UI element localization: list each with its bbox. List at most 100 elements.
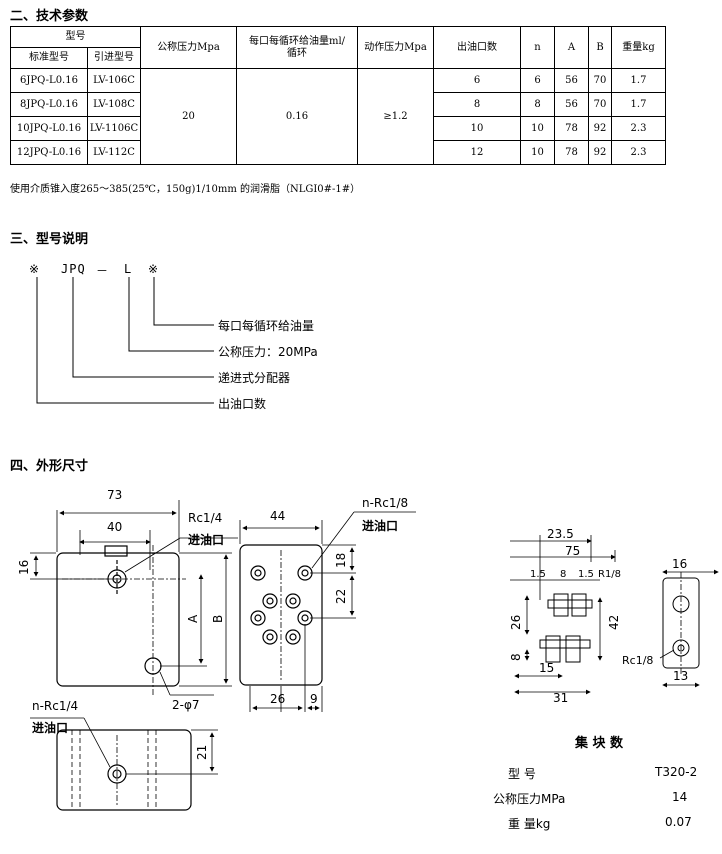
dim-16: 16	[17, 560, 31, 575]
block-value-pressure: 14	[672, 790, 688, 804]
header-outlets: 出油口数	[433, 26, 521, 69]
cell-b: 70	[588, 68, 612, 93]
cell-weight: 1.7	[611, 68, 666, 93]
header-std-model: 标准型号	[10, 47, 88, 69]
model-code-part-5: ※	[148, 262, 160, 276]
cell-std-model: 6JPQ-L0.16	[10, 68, 88, 93]
dim-18: 18	[334, 553, 348, 568]
outlet-ports	[250, 565, 313, 645]
cell-weight: 2.3	[611, 116, 666, 141]
lubricant-note: 使用介质锥入度265～385(25℃，150g)1/10mm 的润滑脂（NLGI…	[10, 184, 361, 195]
cell-b: 70	[588, 92, 612, 117]
header-ref-model: 引进型号	[87, 47, 141, 69]
cell-outlets: 10	[433, 116, 521, 141]
table-row: 10JPQ-L0.16 LV-1106C 10 10 78 92 2.3	[10, 116, 666, 141]
block-label-pressure: 公称压力MPa	[493, 792, 566, 806]
cell-pressure: 20	[140, 68, 237, 165]
cell-n: 6	[520, 68, 555, 93]
dim-31: 31	[553, 691, 568, 705]
cell-weight: 1.7	[611, 92, 666, 117]
legend-pressure: 公称压力：20MPa	[218, 345, 318, 359]
section-heading-tech-params: 二、技术参数	[10, 9, 89, 24]
header-weight: 重量kg	[611, 26, 666, 69]
header-model: 型号	[10, 26, 141, 48]
dim-73: 73	[107, 488, 122, 502]
dim-23-5: 23.5	[547, 527, 574, 541]
dim-8a: 8	[560, 569, 566, 580]
dim-9: 9	[310, 692, 318, 706]
dim-40: 40	[107, 520, 122, 534]
label-inlet: 进油口	[188, 532, 224, 547]
section-heading-model-desc: 三、型号说明	[10, 232, 89, 247]
cell-b: 92	[588, 140, 612, 165]
cell-std-model: 12JPQ-L0.16	[10, 140, 88, 165]
model-code-diagram	[36, 277, 214, 404]
dim-15: 15	[539, 661, 554, 675]
header-n: n	[520, 26, 555, 69]
cell-oil-volume: 0.16	[236, 68, 358, 165]
cell-ref-model: LV-1106C	[87, 116, 141, 141]
cell-std-model: 10JPQ-L0.16	[10, 116, 88, 141]
section-heading-dimensions: 四、外形尺寸	[10, 459, 89, 474]
header-action-pressure: 动作压力Mpa	[357, 26, 434, 69]
cell-ref-model: LV-112C	[87, 140, 141, 165]
dim-44: 44	[270, 509, 285, 523]
dim-a: A	[186, 614, 200, 623]
cell-outlets: 12	[433, 140, 521, 165]
cell-b: 92	[588, 116, 612, 141]
cell-a: 78	[554, 116, 589, 141]
label-rc18: Rc1/8	[622, 654, 653, 667]
cell-std-model: 8JPQ-L0.16	[10, 92, 88, 117]
legend-distributor: 递进式分配器	[218, 371, 291, 385]
legend-outlets: 出油口数	[218, 397, 267, 411]
label-inlet-2: 进油口	[362, 518, 398, 533]
dim-22: 22	[334, 589, 348, 604]
cell-n: 8	[520, 92, 555, 117]
model-code-part-2: JPQ	[61, 262, 86, 276]
header-oil-volume: 每口每循环给油量ml/循环	[236, 26, 358, 69]
header-a: A	[554, 26, 589, 69]
cell-n: 10	[520, 140, 555, 165]
dim-13: 13	[673, 669, 688, 683]
block-value-weight: 0.07	[665, 815, 692, 829]
spec-table: 型号 公称压力Mpa 每口每循环给油量ml/循环 动作压力Mpa 出油口数 n …	[10, 26, 666, 165]
legend-oil-volume: 每口每循环给油量	[218, 319, 315, 333]
label-nrc18: n-Rc1/8	[362, 496, 408, 510]
dim-b: B	[211, 615, 225, 623]
dim-16b: 16	[672, 557, 687, 571]
cell-ref-model: LV-106C	[87, 68, 141, 93]
header-pressure: 公称压力Mpa	[140, 26, 237, 69]
label-inlet-3: 进油口	[32, 720, 68, 735]
cell-outlets: 6	[433, 68, 521, 93]
block-title: 集 块 数	[575, 736, 624, 751]
model-code-part-1: ※	[29, 262, 41, 276]
dim-26b: 26	[509, 615, 523, 630]
table-row: 12JPQ-L0.16 LV-112C 12 10 78 92 2.3	[10, 140, 666, 165]
cell-a: 78	[554, 140, 589, 165]
block-drawing	[510, 535, 719, 695]
cell-a: 56	[554, 92, 589, 117]
cell-a: 56	[554, 68, 589, 93]
front-view	[30, 500, 238, 696]
table-row: 8JPQ-L0.16 LV-108C 8 8 56 70 1.7	[10, 92, 666, 117]
block-label-model: 型 号	[508, 767, 536, 781]
dim-8b: 8	[509, 653, 523, 661]
label-holes: 2-φ7	[172, 698, 200, 712]
table-row: 6JPQ-L0.16 LV-106C 20 0.16 ≥1.2 6 6 56 7…	[10, 68, 666, 165]
model-code-part-4: L	[124, 262, 133, 276]
cell-n: 10	[520, 116, 555, 141]
cell-weight: 2.3	[611, 140, 666, 165]
label-nrc14: n-Rc1/4	[32, 699, 78, 713]
dim-1-5a: 1.5	[530, 569, 546, 580]
block-label-weight: 重 量kg	[508, 817, 551, 831]
dim-1-5b: 1.5	[578, 569, 594, 580]
label-r18: R1/8	[598, 569, 621, 580]
block-value-model: T320-2	[655, 765, 698, 779]
bottom-view	[30, 717, 218, 811]
dim-26: 26	[270, 692, 285, 706]
outlet-view	[239, 511, 416, 712]
cell-action-pressure: ≥1.2	[357, 68, 434, 165]
header-b: B	[588, 26, 612, 69]
model-code-part-3: －	[96, 264, 110, 278]
dim-42: 42	[607, 615, 621, 630]
